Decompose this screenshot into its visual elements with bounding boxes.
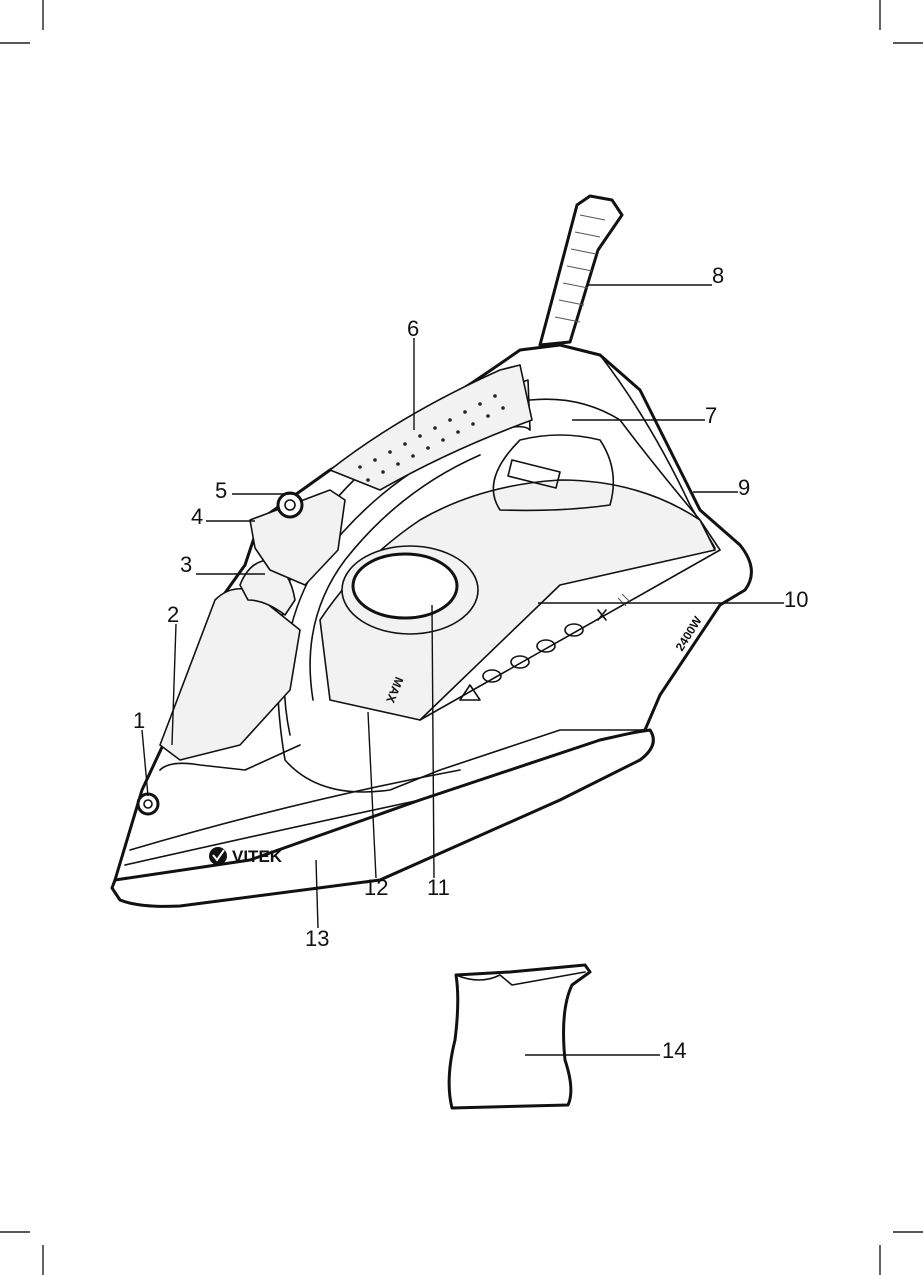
callout-14: 14 (662, 1038, 686, 1063)
callout-2: 2 (167, 602, 179, 627)
cord-protector (540, 196, 622, 345)
steam-regulator (278, 493, 302, 517)
spray-nozzle (138, 794, 158, 814)
callout-3: 3 (180, 552, 192, 577)
callout-11: 11 (427, 875, 450, 900)
callout-1: 1 (133, 708, 145, 733)
callout-12: 12 (364, 875, 388, 900)
callout-7: 7 (705, 403, 717, 428)
callout-4: 4 (191, 504, 203, 529)
measuring-cup (449, 965, 590, 1108)
callout-5: 5 (215, 478, 227, 503)
brand-text: VITEK (232, 847, 283, 866)
callout-8: 8 (712, 263, 724, 288)
callout-13: 13 (305, 926, 329, 951)
brand-logo: VITEK (209, 847, 283, 866)
callout-10: 10 (784, 587, 808, 612)
callout-9: 9 (738, 475, 750, 500)
callout-6: 6 (407, 316, 419, 341)
